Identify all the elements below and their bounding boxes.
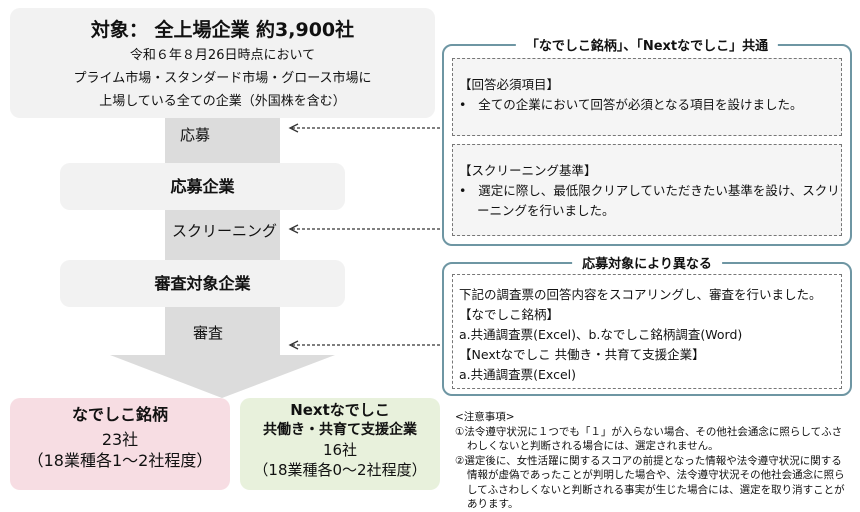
intro-text: 下記の調査票の回答内容をスコアリングし、審査を行いました。 — [459, 287, 822, 302]
note-item: ①法令遵守状況に１つでも「１」が入らない場合、その他社会通念に照らしてふさわしく… — [455, 425, 843, 453]
result-title: Nextなでしこ — [290, 401, 390, 419]
result-next-nadeshiko: Nextなでしこ 共働き・共育て支援企業 16社 （18業種各0～2社程度） — [240, 398, 440, 490]
bullet-text: 全ての企業において回答が必須となる項目を設けました。 — [478, 97, 803, 112]
diff-panel: 応募対象により異なる 下記の調査票の回答内容をスコアリングし、審査を行いました。… — [442, 253, 852, 396]
target-line: 令和６年８月26日時点において — [129, 48, 316, 63]
notes-heading: <注意事項> — [455, 411, 515, 423]
screening-criteria-box: 【スクリーニング基準】 • 選定に際し、最低限クリアしていただきたい基準を設け、… — [452, 144, 842, 236]
questionnaire-list: a.共通調査票(Excel) — [459, 367, 576, 382]
target-line: プライム市場・スタンダード市場・グロース市場に — [73, 71, 372, 86]
result-detail: （18業種各1～2社程度） — [27, 451, 213, 470]
bullet-text: 選定に際し、最低限クリアしていただきたい基準を設け、スクリーニングを行いました。 — [477, 183, 840, 218]
target-box: 対象： 全上場企業 約3,900社 令和６年８月26日時点において プライム市場… — [10, 8, 435, 118]
note-item: ②選定後に、女性活躍に関するスコアの前提となった情報や法令遵守状況に関する情報が… — [455, 454, 845, 511]
panel-title: 応募対象により異なる — [572, 253, 722, 272]
step-review: 審査 — [193, 324, 224, 342]
target-title: 対象： 全上場企業 約3,900社 — [90, 19, 355, 41]
review-target-box: 審査対象企業 — [60, 260, 345, 307]
bullet-item: • 全ての企業において回答が必須となる項目を設けました。 — [459, 97, 803, 112]
required-items-box: 【回答必須項目】 • 全ての企業において回答が必須となる項目を設けました。 — [452, 58, 842, 136]
target-line: 上場している全ての企業（外国株を含む） — [99, 94, 346, 109]
result-nadeshiko: なでしこ銘柄 23社 （18業種各1～2社程度） — [10, 398, 230, 490]
box-heading: 【なでしこ銘柄】 — [459, 307, 560, 322]
result-detail: （18業種各0～2社程度） — [253, 461, 427, 479]
step-apply: 応募 — [180, 126, 211, 144]
box-heading: 【Nextなでしこ 共働き・共育て支援企業】 — [459, 347, 705, 362]
result-count: 23社 — [101, 430, 139, 449]
result-title: 共働き・共育て支援企業 — [263, 422, 417, 438]
step-screening: スクリーニング — [172, 222, 278, 240]
box-heading: 【回答必須項目】 — [459, 77, 560, 92]
questionnaire-list: a.共通調査票(Excel)、b.なでしこ銘柄調査(Word) — [459, 327, 743, 342]
applicants-box: 応募企業 — [60, 163, 345, 210]
result-count: 16社 — [322, 441, 358, 459]
result-title: なでしこ銘柄 — [71, 405, 168, 424]
bullet-item: • 選定に際し、最低限クリアしていただきたい基準を設け、スクリーニングを行いまし… — [459, 183, 840, 218]
notes: <注意事項> ①法令遵守状況に１つでも「１」が入らない場合、その他社会通念に照ら… — [455, 410, 850, 512]
box-heading: 【スクリーニング基準】 — [459, 163, 597, 178]
common-panel: 「なでしこ銘柄」、「Nextなでしこ」共通 【回答必須項目】 • 全ての企業にお… — [442, 35, 852, 246]
questionnaire-box: 下記の調査票の回答内容をスコアリングし、審査を行いました。 【なでしこ銘柄】 a… — [452, 274, 842, 389]
panel-title: 「なでしこ銘柄」、「Nextなでしこ」共通 — [515, 35, 779, 54]
